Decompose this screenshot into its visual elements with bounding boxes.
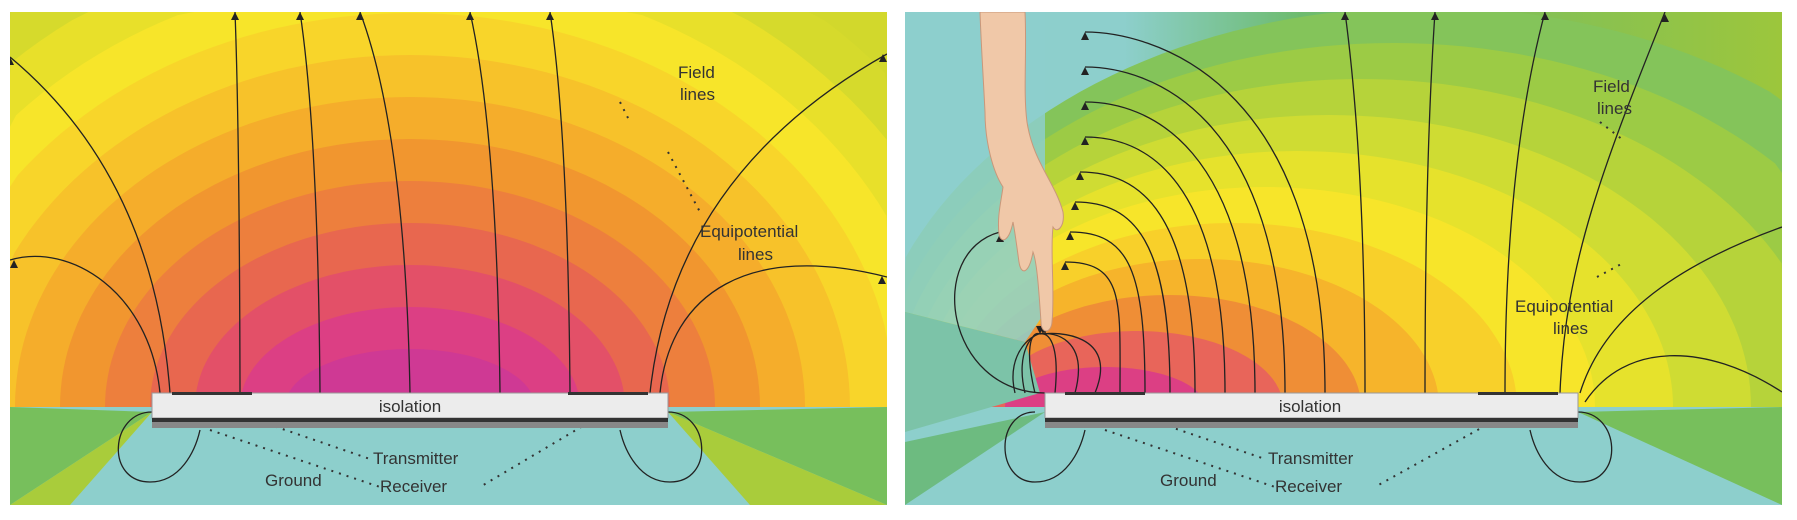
field-line	[1044, 332, 1102, 394]
pointer-line	[1104, 429, 1276, 488]
field-label-line1: Field	[678, 63, 715, 82]
arrowhead-icon	[1431, 12, 1439, 20]
arrowhead-icon	[1081, 32, 1089, 40]
label-equipotential-lines: Equipotential lines	[700, 222, 798, 264]
arrowhead-icon	[1661, 14, 1669, 22]
field-line	[117, 411, 201, 483]
upper-left-region	[905, 312, 1040, 432]
field-line	[1084, 66, 1286, 394]
field-line	[1004, 411, 1086, 483]
label-transmitter: Transmitter	[373, 449, 459, 468]
pointer-line	[209, 429, 381, 488]
label-field-lines: Field lines	[1593, 77, 1632, 118]
arrowhead-icon	[10, 57, 14, 65]
isolation-label: isolation	[379, 397, 441, 416]
ground-plane	[152, 422, 668, 428]
lower-region	[10, 412, 152, 505]
field-line	[1424, 12, 1436, 394]
label-transmitter: Transmitter	[1268, 449, 1354, 468]
arrowhead-icon	[356, 12, 364, 20]
lower-region	[1578, 407, 1782, 505]
label-ground: Ground	[1160, 471, 1217, 490]
pointer-line	[667, 151, 701, 213]
arrowhead-icon	[546, 12, 554, 20]
field-line	[1079, 171, 1196, 394]
pointer-line	[1599, 121, 1624, 141]
field-label-line1: Field	[1593, 77, 1630, 96]
equipotential-label-line2: lines	[1553, 319, 1588, 338]
transmitter-electrode	[1478, 392, 1558, 395]
field-line	[1084, 31, 1326, 394]
field-line	[1584, 355, 1782, 403]
field-diagram-right: Field lines Equipotential lines Transmit…	[905, 12, 1782, 505]
field-line	[1579, 226, 1782, 394]
arrowhead-icon	[1341, 12, 1349, 20]
arrowhead-icon	[1081, 67, 1089, 75]
arrowhead-icon	[1071, 202, 1079, 210]
arrowhead-icon	[466, 12, 474, 20]
transmitter-electrode	[568, 392, 648, 395]
arrowhead-icon	[1541, 12, 1549, 20]
field-line	[359, 12, 411, 394]
left-diagram-no-touch: Field lines Equipotential lines Transmit…	[10, 12, 887, 505]
equipotential-label-line1: Equipotential	[1515, 297, 1613, 316]
field-line	[10, 255, 161, 394]
field-line	[1084, 101, 1256, 394]
field-line	[954, 231, 1046, 394]
lower-region	[905, 412, 1045, 505]
field-line	[1504, 12, 1546, 394]
arrowhead-icon	[296, 12, 304, 20]
transmitter-electrode	[172, 392, 252, 395]
lower-region	[668, 407, 887, 505]
equipotential-label-line2: lines	[738, 245, 773, 264]
field-line	[1064, 261, 1121, 394]
field-line	[649, 53, 887, 394]
receiver-electrode	[1045, 418, 1578, 422]
hand-image	[979, 12, 1064, 332]
lower-region	[10, 407, 152, 505]
field-line	[1069, 231, 1146, 394]
field-line	[1074, 201, 1171, 394]
arrowhead-icon	[1061, 262, 1069, 270]
field-line	[1344, 12, 1366, 394]
pointer-line	[1374, 397, 1536, 488]
isolation-layer	[151, 392, 669, 419]
label-equipotential-lines: Equipotential lines	[1515, 297, 1613, 338]
arrowhead-icon	[1066, 232, 1074, 240]
equipotential-label-line1: Equipotential	[700, 222, 798, 241]
label-receiver: Receiver	[380, 477, 447, 496]
pointer-line	[479, 397, 631, 488]
label-ground: Ground	[265, 471, 322, 490]
receiver-electrode	[152, 418, 668, 422]
field-line	[549, 12, 571, 394]
field-line	[234, 12, 241, 394]
field-label-line2: lines	[1597, 99, 1632, 118]
field-line	[1084, 136, 1226, 394]
arrowhead-icon	[1081, 102, 1089, 110]
arrowhead-icon	[1081, 137, 1089, 145]
label-field-lines: Field lines	[678, 63, 715, 104]
field-line	[1559, 12, 1666, 394]
field-line	[1012, 332, 1046, 394]
field-diagram-left: Field lines Equipotential lines Transmit…	[10, 12, 887, 505]
arrowhead-icon	[1076, 172, 1084, 180]
field-line	[659, 265, 887, 394]
label-receiver: Receiver	[1275, 477, 1342, 496]
arrowhead-icon	[10, 260, 18, 268]
ground-plane	[1045, 422, 1578, 428]
right-diagram-finger-touch: Field lines Equipotential lines Transmit…	[905, 12, 1782, 505]
transmitter-electrode	[1065, 392, 1145, 395]
arrowhead-icon	[231, 12, 239, 20]
field-line	[1529, 411, 1613, 483]
field-line	[469, 12, 501, 394]
lower-region	[668, 412, 887, 505]
field-line	[619, 411, 703, 483]
field-line	[299, 12, 321, 394]
arrowhead-icon	[879, 54, 887, 62]
field-label-line2: lines	[680, 85, 715, 104]
isolation-label: isolation	[1279, 397, 1341, 416]
field-line	[10, 56, 171, 394]
arrowhead-icon	[878, 276, 886, 284]
